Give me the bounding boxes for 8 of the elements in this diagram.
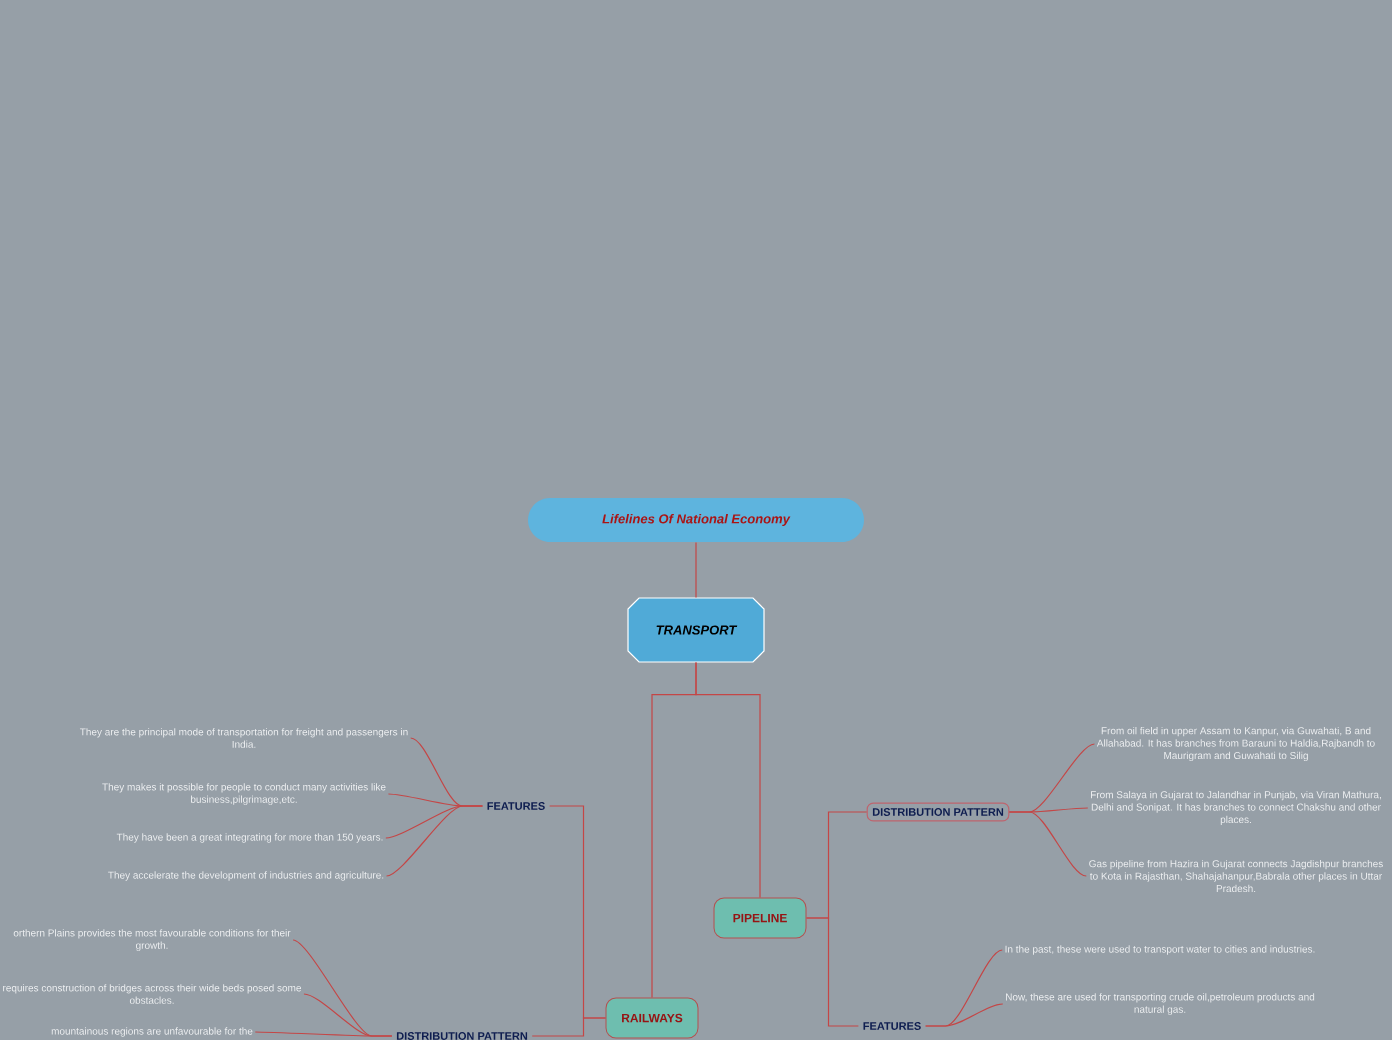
connector-line xyxy=(254,1031,393,1037)
connector-line xyxy=(531,1017,607,1037)
connector-line xyxy=(385,805,483,877)
connector-line xyxy=(925,1003,1004,1027)
connector-line xyxy=(695,541,697,598)
connector-line xyxy=(1008,811,1087,877)
connector-line xyxy=(805,917,859,1027)
connector-line xyxy=(695,662,761,899)
